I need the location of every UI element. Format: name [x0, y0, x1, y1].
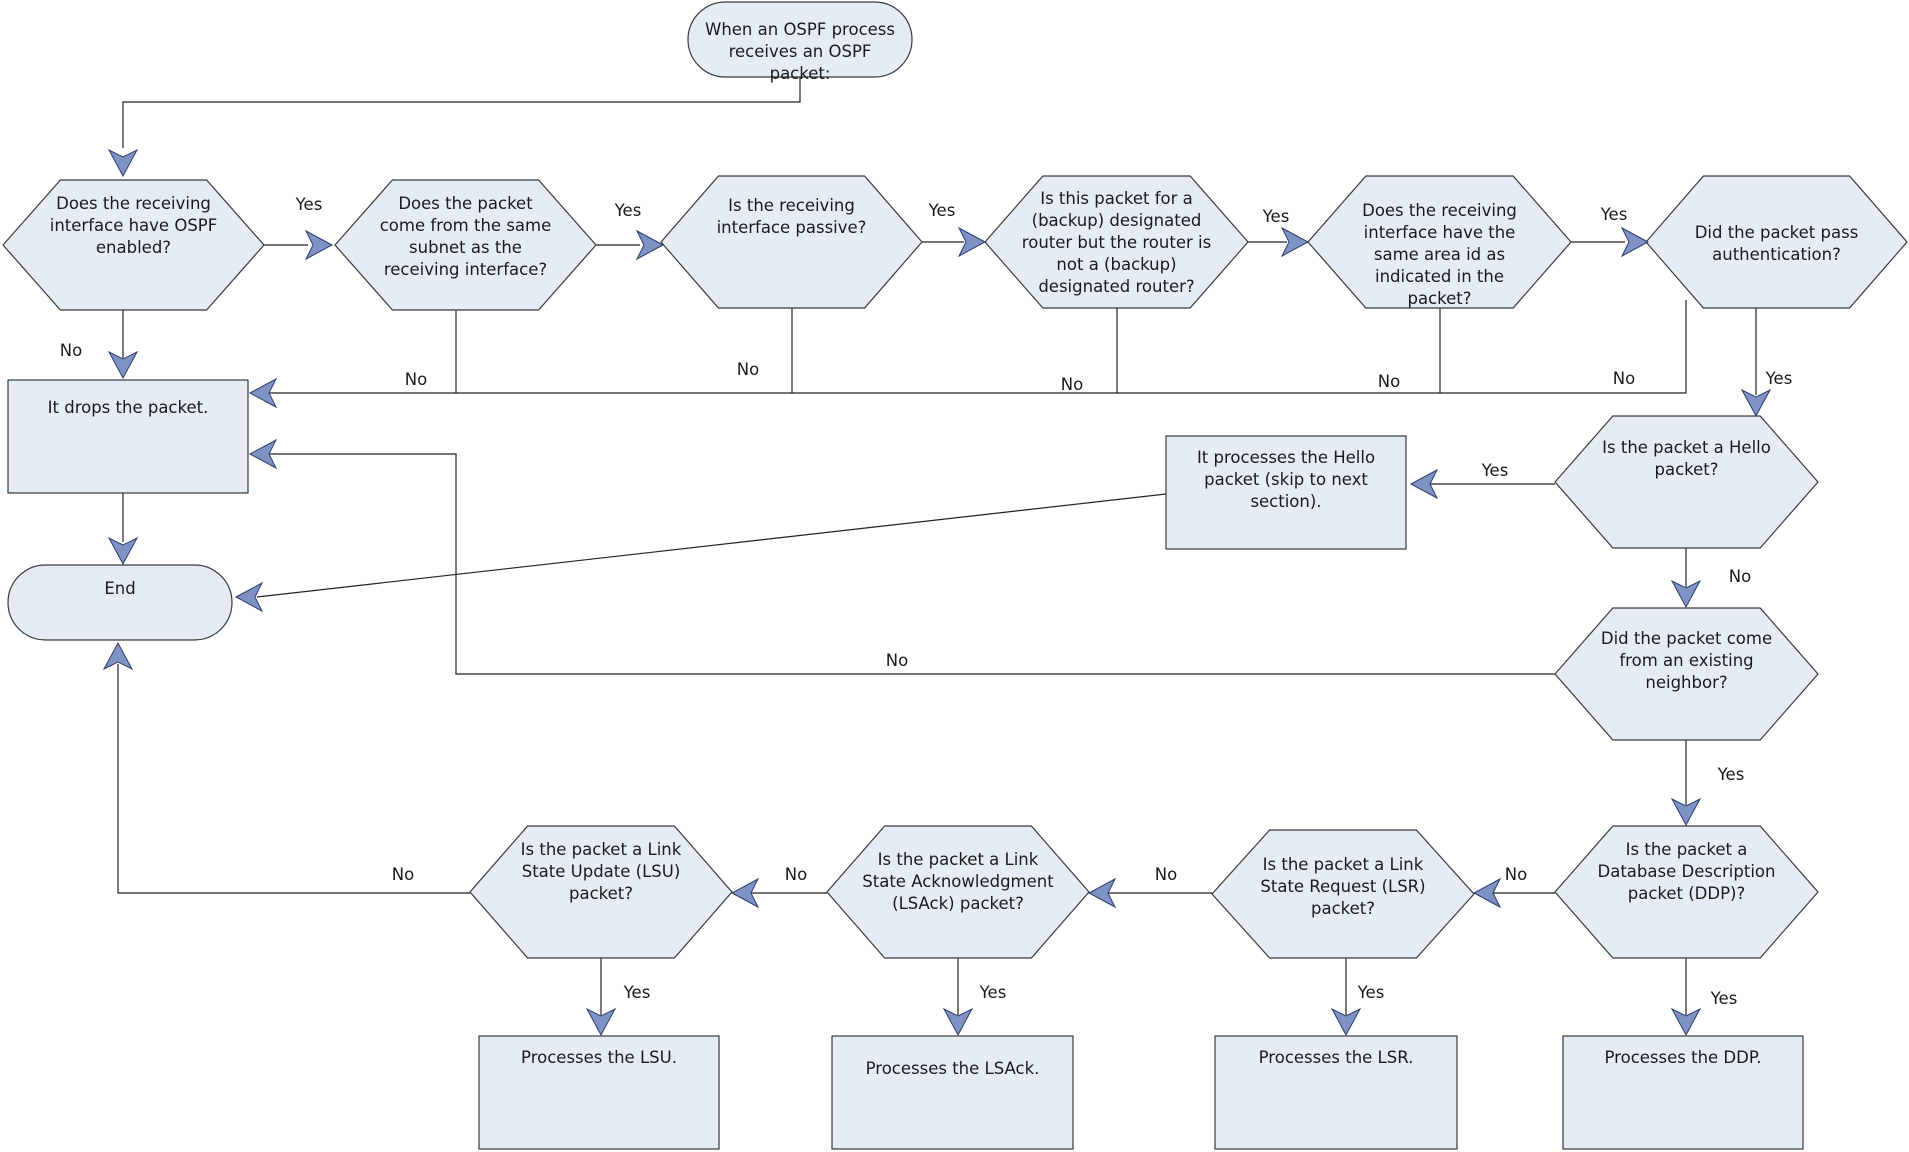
edge-label-yes-passive-to-dr: Yes [928, 201, 956, 220]
connector-lines [117, 77, 1757, 1015]
edge-label-no-lsu: No [392, 865, 414, 884]
q-lsack-decision [826, 825, 1090, 959]
edge-label-yes-lsu: Yes [623, 983, 651, 1002]
edge-label-no-dr: No [1061, 375, 1083, 394]
edge-label-no-lsr: No [1155, 865, 1177, 884]
edge-label-yes-auth: Yes [1765, 369, 1793, 388]
arrowhead-down [1670, 579, 1702, 609]
edge-label-no-ospf: No [60, 341, 82, 360]
edge-label-no-passive: No [737, 360, 759, 379]
arrowhead-up [102, 641, 134, 671]
arrowhead-down [107, 350, 139, 380]
arrowhead-down [1670, 797, 1702, 827]
arrowhead-left [248, 377, 278, 409]
q-dr-decision [984, 175, 1249, 309]
arrowhead-down [1330, 1007, 1362, 1037]
p-ddp-text: Processes the DDP. [1605, 1048, 1762, 1067]
q-area-id-decision [1307, 175, 1572, 309]
arrowhead-down [107, 536, 139, 566]
p-lsu-box [478, 1035, 720, 1150]
arrowheads [102, 148, 1772, 1037]
end-text: End [104, 579, 135, 598]
arrowhead-down [107, 148, 139, 178]
p-lsu-text: Processes the LSU. [521, 1048, 677, 1067]
arrowhead-down [1670, 1007, 1702, 1037]
edge-label-yes-lsack: Yes [979, 983, 1007, 1002]
edge-label-yes-neighbor: Yes [1717, 765, 1745, 784]
arrowhead-left [1087, 877, 1117, 909]
end-terminal [7, 564, 233, 641]
arrowhead-right [304, 229, 334, 261]
q-auth-decision [1645, 175, 1908, 309]
edge-label-no-subnet: No [405, 370, 427, 389]
connector-line [264, 453, 1555, 675]
connector-line [122, 77, 801, 148]
q-same-subnet-decision [334, 179, 597, 311]
p-lsack-box [831, 1035, 1074, 1150]
q-lsu-decision [469, 825, 733, 959]
p-lsack-text: Processes the LSAck. [866, 1059, 1040, 1078]
edge-label-yes-subnet-to-passive: Yes [614, 201, 642, 220]
edge-label-no-neighbor: No [886, 651, 908, 670]
edge-label-yes-dr-to-area: Yes [1262, 207, 1290, 226]
arrowhead-right [957, 226, 987, 258]
arrowhead-down [942, 1007, 974, 1037]
connector-line [264, 300, 1687, 394]
p-lsr-box [1214, 1035, 1458, 1150]
edge-label-yes-ospf-to-subnet: Yes [295, 195, 323, 214]
q-ospf-enabled-decision [2, 179, 265, 311]
hello-proc-box [1165, 435, 1407, 550]
arrowhead-left [248, 438, 278, 470]
edge-label-yes-hello: Yes [1481, 461, 1509, 480]
q-ddp-decision [1554, 825, 1819, 959]
arrowhead-right [635, 229, 665, 261]
connector-line [117, 664, 470, 894]
q-passive-decision [660, 175, 923, 309]
q-neighbor-decision [1554, 607, 1819, 741]
edge-label-no-area: No [1378, 372, 1400, 391]
arrowhead-right [1620, 226, 1650, 258]
q-hello-decision [1554, 415, 1819, 549]
connector-line [256, 493, 1167, 598]
arrowhead-down [1740, 388, 1772, 418]
edge-label-no-ddp: No [1505, 865, 1527, 884]
arrowhead-down [585, 1007, 617, 1037]
start-terminal [687, 1, 913, 78]
drop-text: It drops the packet. [48, 398, 209, 417]
arrowhead-left [1409, 468, 1439, 500]
q-lsr-decision [1211, 829, 1475, 959]
arrowhead-left [730, 877, 760, 909]
arrowhead-right [1280, 226, 1310, 258]
edge-label-yes-ddp: Yes [1710, 989, 1738, 1008]
p-ddp-box [1562, 1035, 1804, 1150]
drop-box [7, 379, 249, 494]
edge-label-yes-lsr: Yes [1357, 983, 1385, 1002]
edge-label-no-lsack: No [785, 865, 807, 884]
arrowhead-left [234, 581, 264, 613]
arrowhead-left [1472, 877, 1502, 909]
p-lsr-text: Processes the LSR. [1259, 1048, 1414, 1067]
edge-label-no-auth: No [1613, 369, 1635, 388]
edge-label-no-hello: No [1729, 567, 1751, 586]
edge-label-yes-area-to-auth: Yes [1600, 205, 1628, 224]
